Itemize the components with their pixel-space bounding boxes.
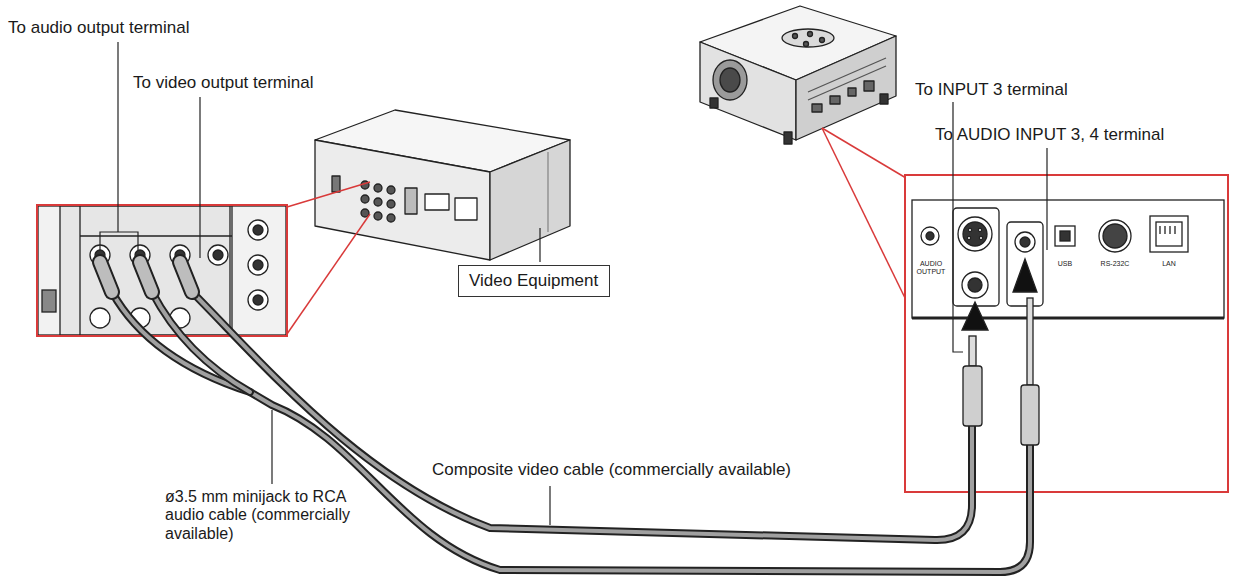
callout-label: To INPUT 3 terminal [915, 80, 1068, 100]
box-label: Video Equipment [469, 271, 599, 291]
terminal-name: USB [1050, 260, 1080, 268]
projector-panel-closeup [906, 176, 1227, 491]
callout-label: To audio output terminal [8, 18, 189, 38]
terminal-name: RS-232C [1097, 260, 1133, 268]
zoom-line [822, 128, 906, 300]
rca-plug [100, 262, 192, 292]
terminal-name: LAN [1154, 260, 1184, 268]
plug-connector [962, 259, 1039, 445]
cable-drawing [112, 292, 1030, 572]
cable-label: ø3.5 mm minijack to RCA audio cable (com… [165, 488, 360, 543]
cable-label: Composite video cable (commercially avai… [432, 460, 791, 480]
zoom-line [287, 182, 370, 207]
leader-line [100, 42, 1047, 525]
callout-label: To AUDIO INPUT 3, 4 terminal [935, 125, 1164, 145]
terminal-name: AUDIO OUTPUT [914, 260, 948, 276]
zoom-line [287, 214, 370, 334]
callout-label: To video output terminal [133, 73, 314, 93]
projector-illustration [700, 6, 896, 144]
label-box: Video Equipment [458, 265, 610, 297]
leader-line [539, 228, 540, 262]
